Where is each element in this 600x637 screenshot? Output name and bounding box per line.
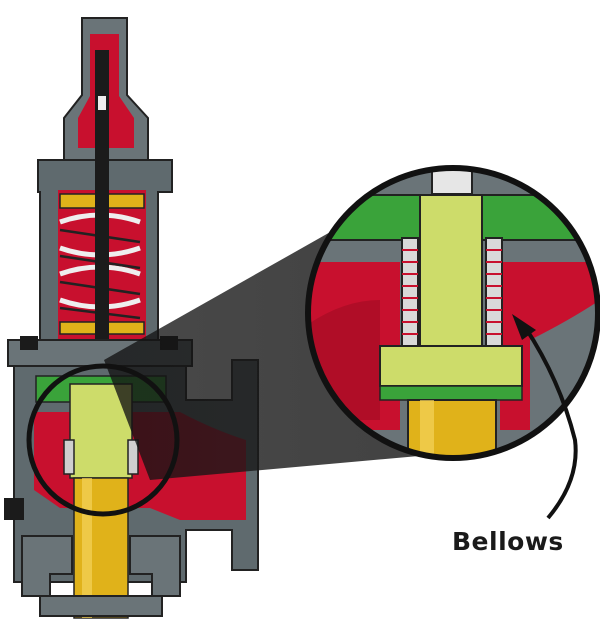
inlet-flange: [21, 535, 73, 597]
magnifier-circle: [26, 363, 180, 517]
zoom-detail: [305, 165, 600, 461]
disc-holder: [69, 383, 133, 479]
drain-plug: [4, 498, 24, 520]
zoom-disc-holder: [419, 194, 483, 371]
bellows-label: Bellows: [452, 527, 564, 556]
bellows-callout-arrow: [512, 314, 578, 520]
valve-cutaway: [4, 17, 259, 619]
valve-stem: [95, 50, 109, 380]
bellows-small: [63, 439, 139, 475]
zoom-bellows: [401, 237, 503, 349]
